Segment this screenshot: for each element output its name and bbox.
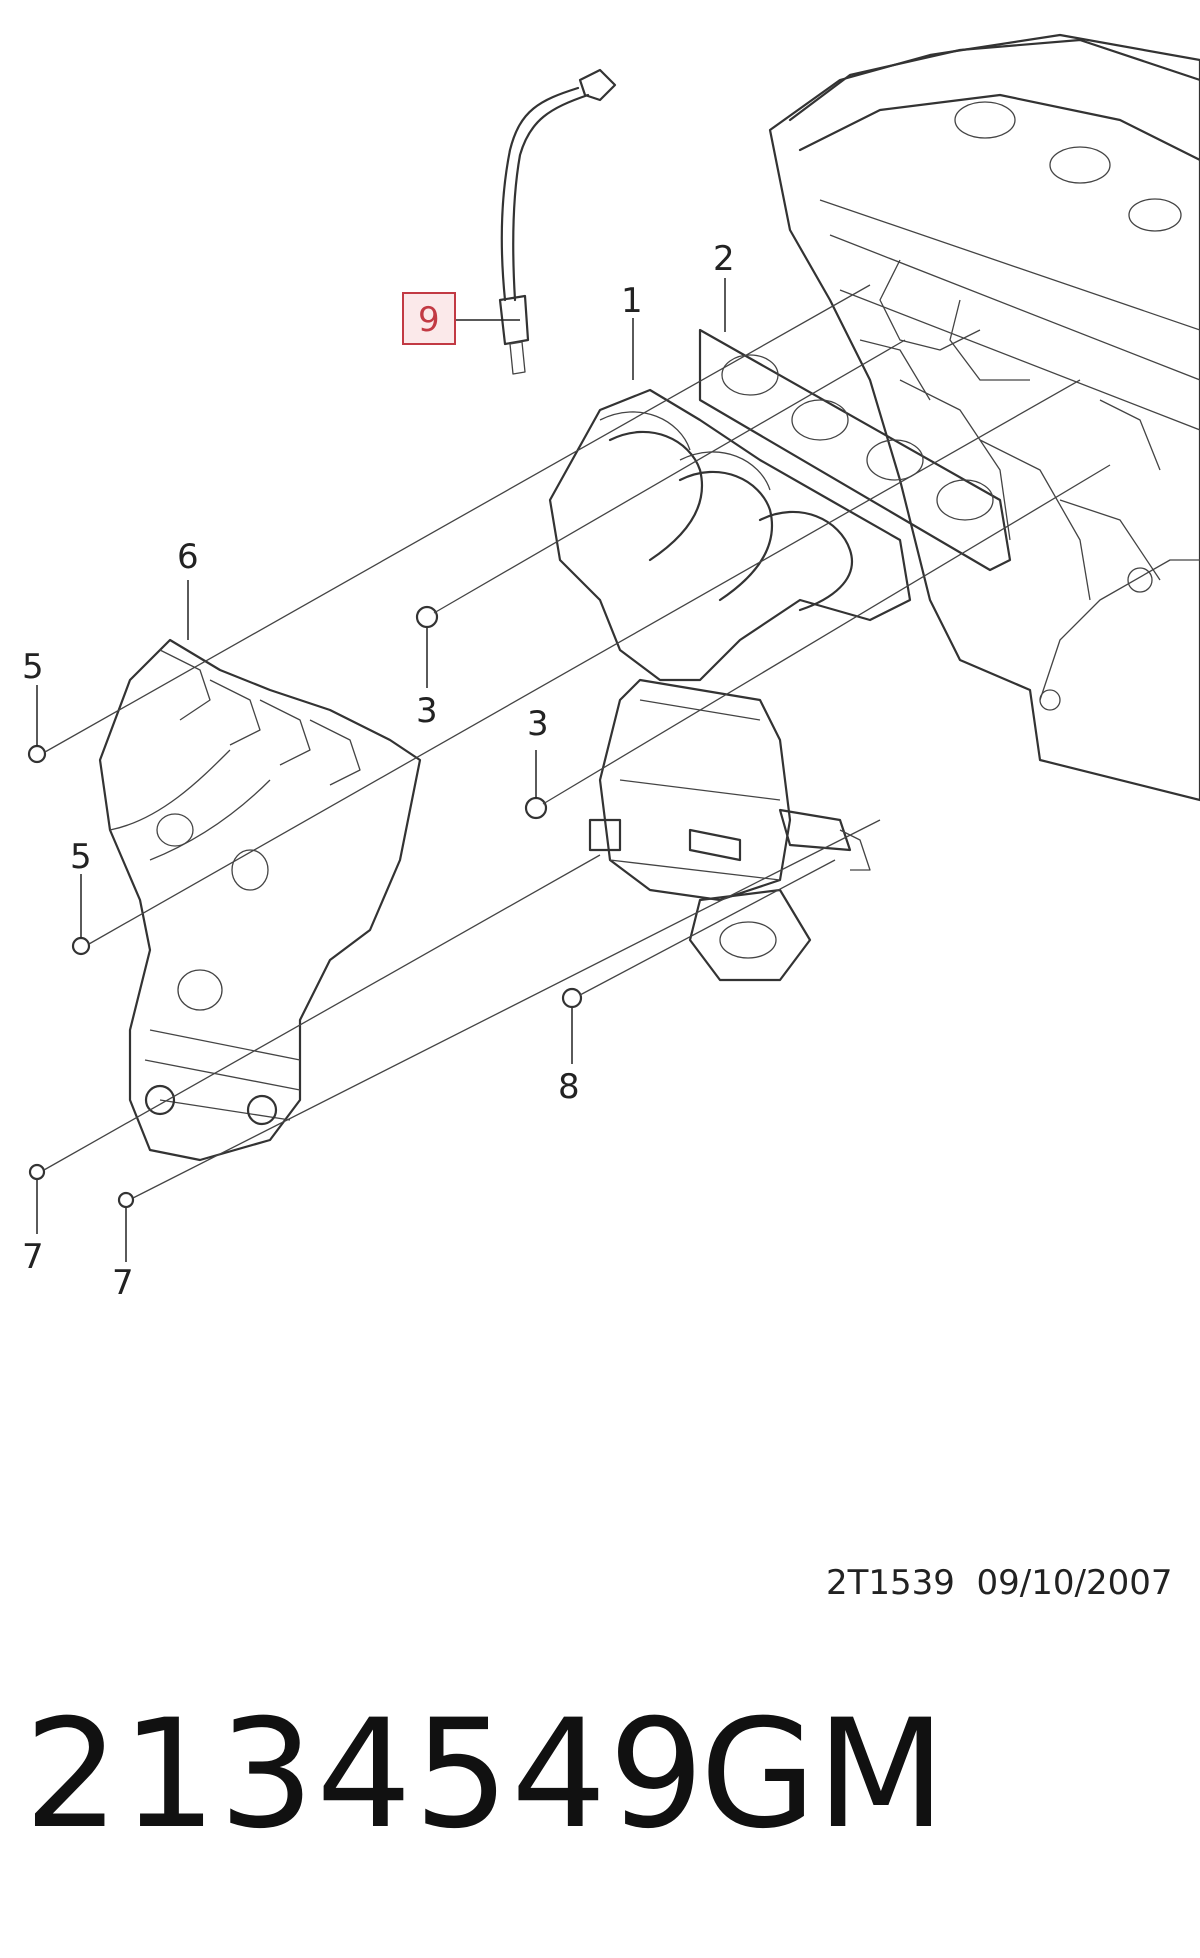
fasteners <box>27 605 583 1209</box>
callout-7a: 7 <box>22 1237 44 1277</box>
callout-2: 2 <box>713 239 735 279</box>
callout-3b: 3 <box>527 704 549 744</box>
callout-6: 6 <box>177 537 199 577</box>
callout-1: 1 <box>621 281 643 321</box>
brand-label: GM <box>700 1688 946 1862</box>
exhaust-manifold <box>548 388 912 982</box>
part-number: 2134549 <box>24 1688 707 1862</box>
manifold-gasket <box>698 328 1012 572</box>
callouts: 1 2 3 3 5 5 6 7 7 8 9 <box>22 239 735 1303</box>
callout-3a: 3 <box>416 691 438 731</box>
heat-shield <box>98 638 422 1162</box>
callout-5b: 5 <box>70 837 92 877</box>
callout-7b: 7 <box>112 1263 134 1303</box>
leader-lines <box>36 278 1111 1262</box>
oxygen-sensor <box>498 68 617 375</box>
callout-8: 8 <box>558 1067 580 1107</box>
callout-5a: 5 <box>22 647 44 687</box>
engine-block <box>768 33 1200 802</box>
reference-code: 2T1539 09/10/2007 <box>826 1563 1173 1603</box>
callout-9-highlight-box <box>402 292 456 345</box>
callout-9: 9 <box>418 300 440 340</box>
